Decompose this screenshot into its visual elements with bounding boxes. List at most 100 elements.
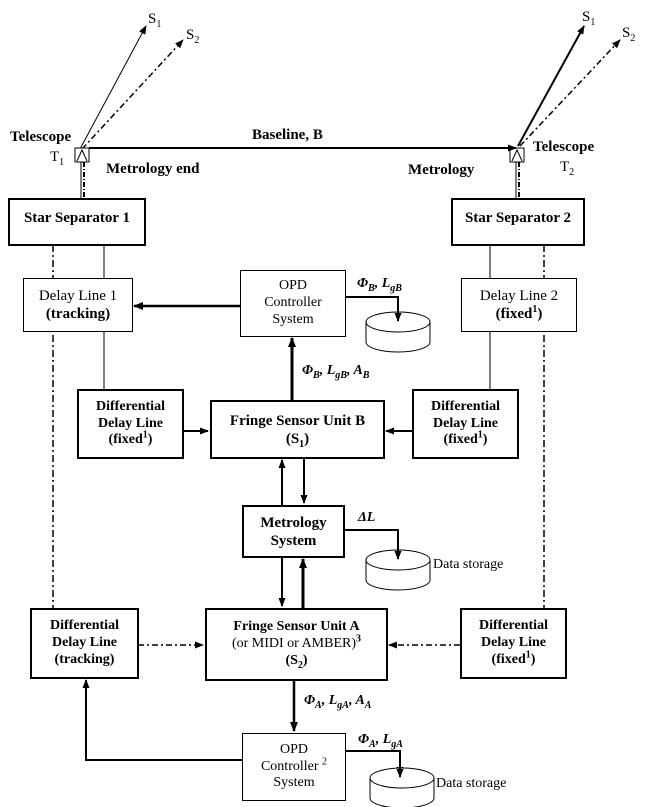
- phi: Φ: [304, 693, 316, 708]
- delay-line-1: Delay Line 1 (tracking): [23, 278, 133, 332]
- phi-sub: B: [313, 369, 320, 381]
- fsu-b-title: Fringe Sensor Unit B: [229, 412, 366, 429]
- fsu-b-sub: 1: [299, 438, 305, 450]
- delay-line-2-title: Delay Line 2: [479, 288, 559, 304]
- differential-delay-line-bottom-left: Differential Delay Line (tracking): [30, 608, 139, 679]
- ddl-tr-close: ): [482, 432, 488, 448]
- fsu-a-source: (S2): [285, 653, 307, 670]
- signal-a-fsu-label: ΦA, LgA, AA: [304, 693, 371, 711]
- s2-text: S: [186, 27, 195, 43]
- ray-s2-t2: [519, 39, 621, 147]
- baseline-text: Baseline,: [252, 127, 313, 143]
- fsu-a-sub: 2: [297, 659, 303, 671]
- telescope-1-id: T1: [50, 150, 64, 168]
- star-separator-1: Star Separator 1: [8, 198, 146, 246]
- ddl-tr-footnote: 1: [477, 429, 483, 441]
- phi-sub: A: [369, 738, 376, 750]
- phi: Φ: [302, 363, 314, 378]
- s1-text: S: [582, 9, 591, 25]
- data-storage-metrology-label: Data storage: [433, 557, 504, 572]
- t2-text: T: [560, 159, 570, 175]
- L-sub: gB: [390, 282, 402, 294]
- ddl-tl-line1: Differential: [96, 398, 165, 414]
- sep2: ,: [348, 693, 356, 708]
- data-storage-a-label: Data storage: [436, 776, 507, 791]
- ddl-tr-line3: (fixed1): [443, 429, 488, 449]
- fringe-sensor-unit-a: Fringe Sensor Unit A (or MIDI or AMBER)3…: [205, 608, 388, 681]
- source-s1-label-t2: S1: [582, 9, 596, 28]
- fringe-sensor-unit-b: Fringe Sensor Unit B (S1): [210, 400, 385, 459]
- differential-delay-line-top-left: Differential Delay Line (fixed1): [77, 389, 184, 459]
- ddl-br-close: ): [530, 651, 536, 667]
- opd-a-controller: Controller: [260, 758, 319, 774]
- opd-controller-b: OPD Controller System: [240, 270, 346, 337]
- A-sub: B: [362, 369, 370, 381]
- telescope-1-icon: [74, 147, 90, 163]
- dl2-mode-text: (fixed: [495, 306, 533, 322]
- ddl-br-mode: (fixed: [491, 651, 526, 667]
- fsu-b-open: (S: [285, 430, 300, 447]
- delay-line-1-title: Delay Line 1: [38, 288, 118, 304]
- L-sub: gA: [337, 699, 349, 711]
- opd-b-line1: OPD: [278, 278, 307, 294]
- fsu-a-title: Fringe Sensor Unit A: [233, 619, 360, 635]
- fsu-a-alternatives: (or MIDI or AMBER)3: [232, 633, 362, 653]
- ddl-tl-footnote: 1: [142, 429, 148, 441]
- baseline-label: Baseline, B: [252, 128, 323, 143]
- opd-a-line2: Controller 2: [260, 755, 328, 776]
- ddl-br-footnote: 1: [525, 649, 531, 661]
- ddl-bl-line1: Differential: [50, 618, 119, 634]
- s2-text: S: [622, 25, 631, 41]
- source-s2-label-t2: S2: [622, 25, 636, 44]
- ddl-tl-line2: Delay Line: [98, 415, 163, 431]
- s2-sub: 2: [630, 33, 636, 44]
- opd-a-line3: System: [273, 775, 315, 791]
- delay-line-2: Delay Line 2 (fixed1): [461, 278, 577, 332]
- metrology-end-label: Metrology end: [106, 161, 200, 177]
- s1-sub: 1: [156, 19, 162, 30]
- t2-sub: 2: [569, 167, 575, 178]
- fsu-a-open: (S: [285, 652, 298, 668]
- source-s2-label-t1: S2: [186, 27, 200, 46]
- L-sub: gB: [335, 369, 347, 381]
- ddl-tr-mode: (fixed: [443, 432, 478, 448]
- ray-s2-t1: [81, 39, 184, 150]
- sep: ,: [375, 732, 383, 747]
- fsu-a-footnote: 3: [356, 633, 362, 645]
- L: L: [382, 732, 392, 747]
- s1-text: S: [148, 11, 157, 27]
- opd-b-line3: System: [272, 311, 314, 327]
- phi-sub: A: [315, 699, 322, 711]
- opd-a-footnote: 2: [322, 755, 328, 767]
- sep: ,: [319, 363, 327, 378]
- metrology-label: Metrology: [408, 162, 475, 178]
- ddl-br-line2: Delay Line: [481, 635, 546, 651]
- baseline-symbol: B: [312, 127, 323, 143]
- ray-s1-t2: [517, 25, 585, 147]
- ray-s1-t1: [79, 25, 147, 150]
- L: L: [381, 276, 391, 291]
- L: L: [326, 363, 336, 378]
- phi: Φ: [358, 732, 370, 747]
- fsu-b-source: (S1): [285, 430, 309, 450]
- telescope-1-label: Telescope: [10, 129, 72, 145]
- A: A: [355, 693, 365, 708]
- L-sub: gA: [391, 738, 403, 750]
- sep2: ,: [346, 363, 354, 378]
- differential-delay-line-top-right: Differential Delay Line (fixed1): [412, 389, 519, 459]
- dl2-close: ): [537, 306, 543, 322]
- signal-b-fsu-label: ΦB, LgB, AB: [302, 363, 370, 381]
- delay-line-1-mode: (tracking): [45, 306, 111, 322]
- star-separator-2: Star Separator 2: [451, 198, 585, 246]
- L: L: [328, 693, 338, 708]
- data-storage-a-icon: [369, 751, 435, 807]
- opd-controller-a: OPD Controller 2 System: [242, 733, 346, 801]
- differential-delay-line-bottom-right: Differential Delay Line (fixed1): [460, 608, 567, 679]
- data-storage-b-icon: [365, 297, 431, 353]
- ddl-tr-line1: Differential: [431, 398, 500, 414]
- s2-sub: 2: [194, 35, 200, 46]
- s1-sub: 1: [590, 17, 596, 28]
- opd-b-line2: Controller: [264, 295, 322, 311]
- signal-a-storage-label: ΦA, LgA: [358, 732, 403, 750]
